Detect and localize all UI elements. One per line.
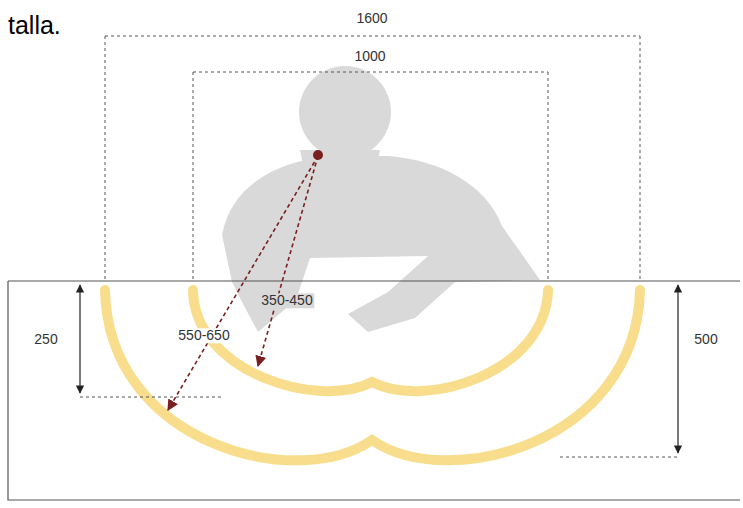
reach-arrow xyxy=(168,156,318,410)
heading-fragment: talla. xyxy=(6,12,63,40)
dimension-label: 250 xyxy=(32,332,59,347)
dimension-label: 550-650 xyxy=(176,328,231,343)
reach-zone xyxy=(105,290,640,460)
dimension-label: 1000 xyxy=(352,49,387,64)
desk-outline xyxy=(8,281,740,500)
dimension-label: 500 xyxy=(692,332,719,347)
dimension-label: 1600 xyxy=(354,11,389,26)
dimension-guide xyxy=(80,36,680,457)
eye-point xyxy=(313,150,323,160)
dimension-arrow xyxy=(80,285,678,453)
dimension-label: 350-450 xyxy=(259,293,314,308)
person-silhouette xyxy=(222,66,540,332)
